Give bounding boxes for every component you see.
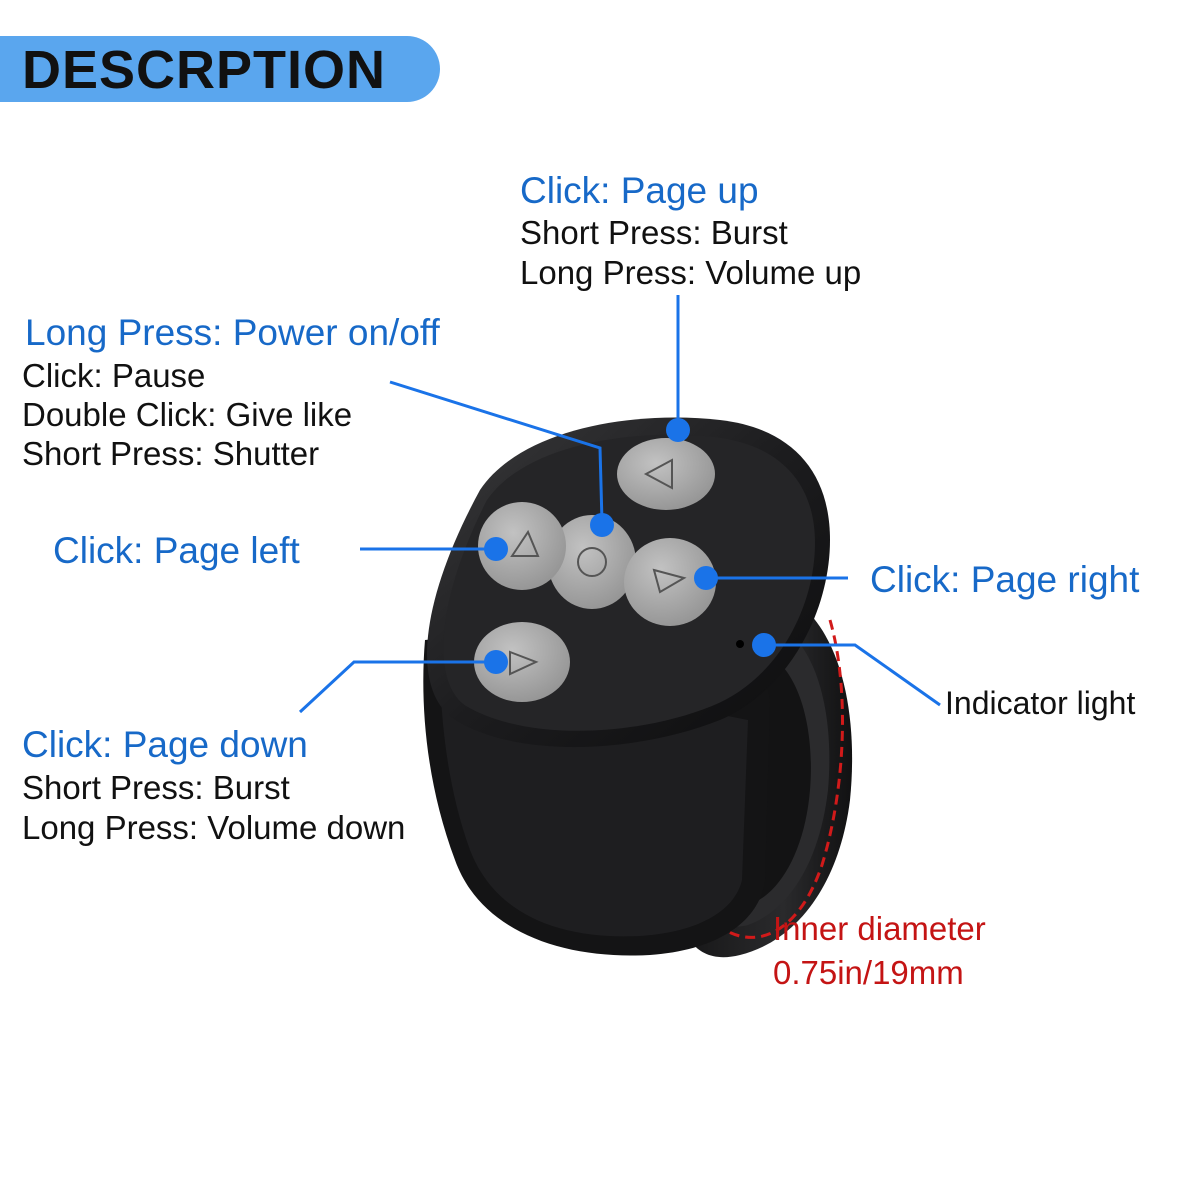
leader-page-down	[298, 660, 494, 714]
callout-page-left-title: Click: Page left	[53, 530, 300, 571]
callout-page-down-line1: Short Press: Burst	[22, 769, 290, 806]
inner-diameter-label: Inner diameter	[773, 910, 986, 947]
button-power[interactable]	[548, 515, 636, 609]
callout-power-line3: Short Press: Shutter	[22, 435, 320, 472]
callout-indicator-title: Indicator light	[945, 685, 1136, 721]
callout-power-line1: Click: Pause	[22, 357, 206, 394]
button-page-right[interactable]	[624, 538, 716, 626]
callout-power-line2: Double Click: Give like	[22, 396, 353, 433]
button-page-left[interactable]	[478, 502, 566, 590]
callout-page-right-title: Click: Page right	[870, 559, 1140, 600]
callout-page-up-line2: Long Press: Volume up	[520, 254, 862, 291]
page-title: DESCRPTION	[22, 40, 387, 100]
callout-page-up-line1: Short Press: Burst	[520, 214, 788, 251]
indicator-light-dot	[736, 640, 744, 648]
triangle-down-outline-icon	[509, 650, 539, 676]
callout-page-up-title: Click: Page up	[520, 170, 759, 211]
callout-page-down-title: Click: Page down	[22, 724, 308, 765]
callout-page-down-line2: Long Press: Volume down	[22, 809, 406, 846]
callout-power-title: Long Press: Power on/off	[25, 312, 440, 353]
leader-dots	[484, 418, 776, 674]
triangle-left-outline-icon	[510, 529, 540, 557]
inner-diameter-dashed-outline	[690, 619, 844, 939]
triangle-up-outline-icon	[643, 458, 673, 490]
triangle-right-outline-icon	[652, 568, 687, 594]
circle-outline-icon	[577, 547, 607, 577]
header-banner	[0, 36, 440, 102]
leader-power	[389, 380, 604, 523]
inner-diameter-value: 0.75in/19mm	[773, 954, 964, 991]
leader-indicator	[764, 643, 941, 707]
button-page-down[interactable]	[474, 622, 570, 702]
button-page-up[interactable]	[617, 438, 715, 510]
leader-lines	[298, 295, 941, 714]
